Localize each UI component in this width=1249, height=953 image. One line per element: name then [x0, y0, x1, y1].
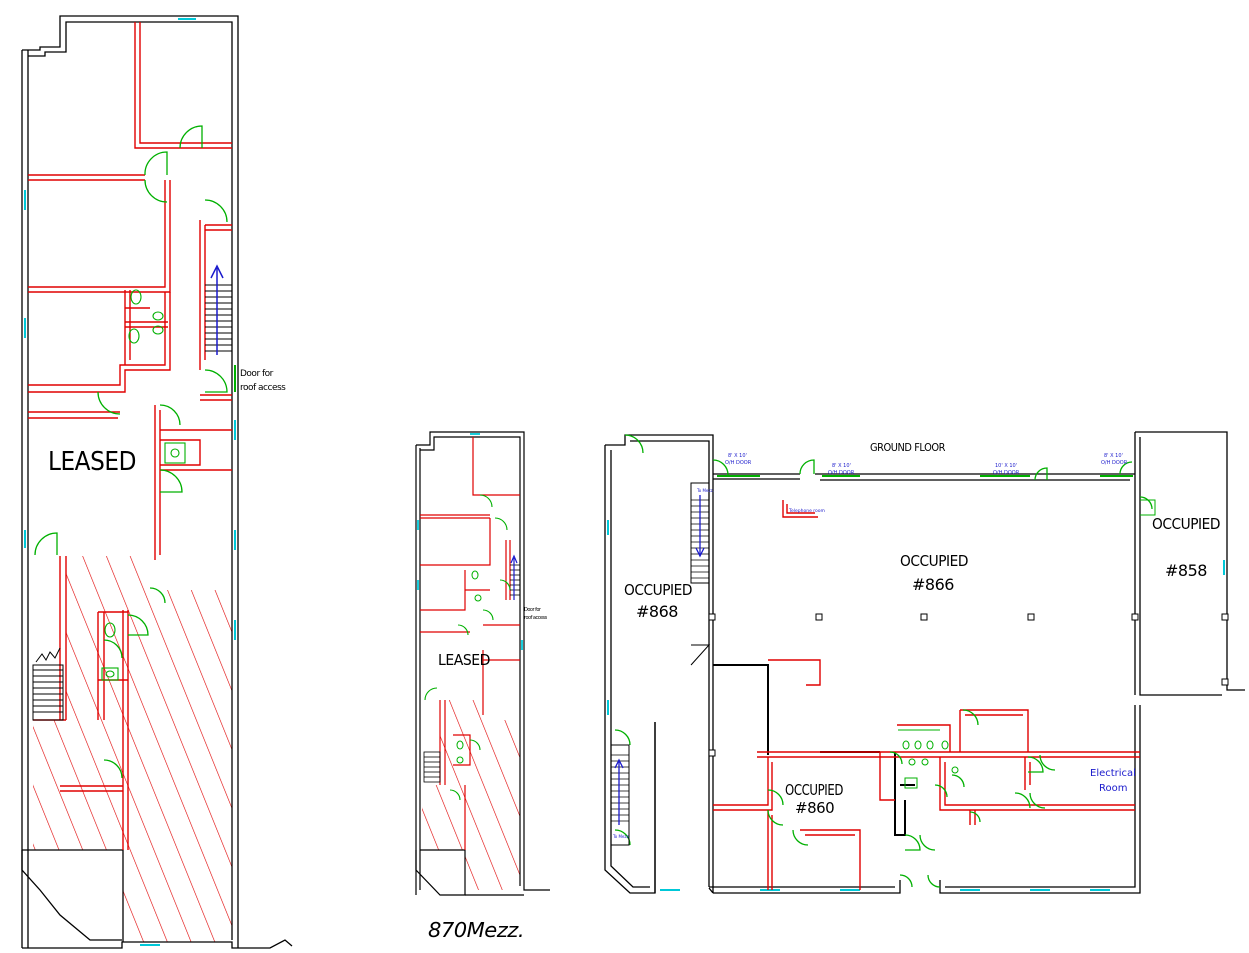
unit-858-number: #858 [1165, 561, 1207, 580]
telephone-room-label: Telephone room [788, 508, 825, 514]
unit-860-status: OCCUPIED [785, 781, 843, 799]
leased-label: LEASED [48, 447, 136, 477]
stair-bottom [610, 744, 630, 846]
windows [417, 433, 523, 650]
mezzanine-caption: 870Mezz. [428, 918, 524, 942]
restroom-fixtures [898, 499, 1156, 789]
stair-down-arrow-icon [695, 495, 705, 558]
structural-columns [708, 613, 1229, 757]
stair-lower [32, 647, 64, 721]
interior-partitions [713, 500, 1140, 890]
roof-access-note-line2: roof access [524, 615, 548, 621]
roof-access-note-line2: roof access [240, 383, 286, 393]
stair-upper [510, 554, 520, 600]
unit-868-status: OCCUPIED [624, 581, 692, 599]
overhead-door-4-size: 8' X 10' [1104, 453, 1123, 459]
unit-866-number: #866 [912, 575, 954, 594]
leased-hatch-area [33, 556, 232, 942]
overhead-door-2-size: 8' X 10' [832, 463, 851, 469]
overhead-door-2-type: O/H DOOR [828, 470, 855, 476]
windows [24, 18, 236, 946]
overhead-door-3-size: 10' X 10' [995, 463, 1017, 469]
roof-access-note-line1: Door for [240, 369, 274, 379]
stair-up-arrow-icon [614, 758, 624, 825]
exterior-walls [415, 431, 550, 896]
windows [607, 520, 1225, 891]
leased-hatch-area [422, 700, 520, 890]
overhead-door-1-size: 8' X 10' [728, 453, 747, 459]
electrical-room-line2: Room [1099, 783, 1127, 794]
overhead-door-1-type: O/H DOOR [725, 460, 752, 466]
door-swings [614, 434, 1153, 888]
to-mezz-bottom-label: To Mezz. [612, 834, 630, 839]
leased-label: LEASED [438, 651, 490, 669]
large-mezzanine-plan: LEASED Door for roof access [21, 15, 293, 949]
unit-858-status: OCCUPIED [1152, 515, 1220, 533]
stair-up-arrow-icon [510, 554, 518, 600]
stair-upper [205, 264, 232, 355]
unit-860-number: #860 [795, 799, 834, 817]
stair-up-arrow-icon [210, 264, 224, 355]
stair-top [690, 482, 711, 666]
unit-868-number: #868 [636, 602, 678, 621]
overhead-door-4-type: O/H DOOR [1101, 460, 1128, 466]
ground-floor-plan: GROUND FLOOR 8' X 10' O/H DOOR 8' X 10' … [604, 431, 1245, 894]
electrical-room-line1: Electrical [1090, 768, 1136, 779]
door-swings [34, 125, 228, 779]
small-mezzanine-plan: LEASED Door for roof access 870Mezz. [415, 431, 550, 942]
restroom-fixtures [456, 570, 482, 764]
restroom-fixtures [101, 289, 186, 681]
interior-partitions [28, 22, 232, 850]
to-mezz-top-label: To Mezz. [696, 488, 714, 493]
stair-lower [423, 751, 441, 783]
ground-floor-title: GROUND FLOOR [870, 441, 946, 454]
unit-866-status: OCCUPIED [900, 552, 968, 570]
overhead-door-3-type: O/H DOOR [993, 470, 1020, 476]
roof-access-note-line1: Door for [524, 607, 542, 613]
door-swings [424, 494, 511, 801]
